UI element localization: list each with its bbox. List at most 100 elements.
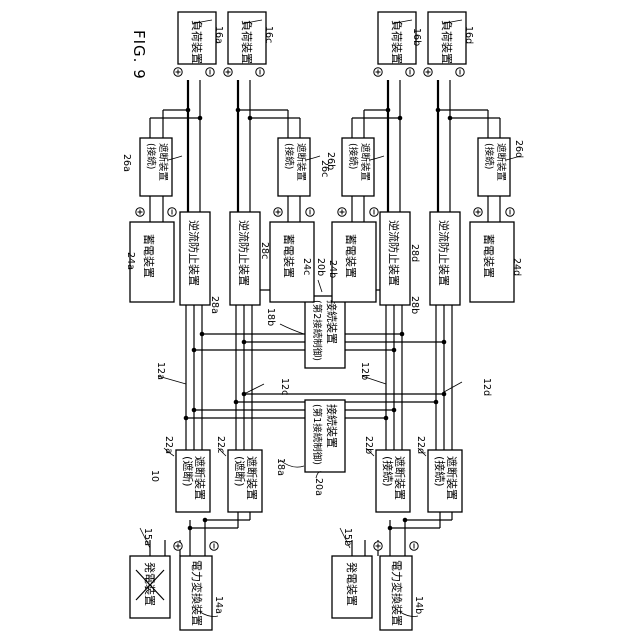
ref-26b: 26b	[325, 152, 336, 170]
ref-18b: 18b	[265, 308, 276, 326]
conn-18b-label: 接続装置	[325, 300, 339, 344]
conn-18a-label: 接続装置	[325, 404, 339, 448]
ref-16a: 16a	[213, 26, 224, 44]
ref-24c: 24c	[301, 258, 312, 275]
cutoff-26d-label: 遮断装置	[495, 143, 507, 181]
backflow-28a: 逆流防止装置	[180, 212, 210, 305]
backflow-28c-label: 逆流防止装置	[237, 220, 251, 286]
ref-16b: 16b	[411, 28, 422, 46]
ref-22d: 22d	[415, 436, 426, 454]
cutoff-22c: 遮断装置 (遮断)	[228, 450, 262, 512]
connection-device-18b: 接続装置 (第2接続制御)	[305, 296, 345, 368]
ref-12a: 12a	[155, 362, 166, 380]
ref-26a: 26a	[121, 154, 132, 172]
cutoff-22c-state: (遮断)	[233, 456, 247, 487]
cutoff-22a-label: 遮断装置	[193, 456, 207, 500]
backflow-28b: 逆流防止装置	[380, 212, 410, 305]
cutoff-26c-label: 遮断装置	[295, 143, 307, 181]
plus-terminal-icon	[174, 542, 182, 550]
conn-18a-mode: (第1接続制御)	[311, 404, 323, 465]
ref-28c: 28c	[259, 242, 270, 259]
cutoff-22d: 遮断装置 (接続)	[428, 450, 462, 512]
ref-14a: 14a	[213, 596, 224, 614]
cutoff-26b-label: 遮断装置	[359, 143, 371, 181]
plus-terminal-icon	[374, 542, 382, 550]
ref-16c: 16c	[263, 26, 274, 43]
ref-28d: 28d	[409, 244, 420, 262]
cutoff-26a: 遮断装置 (接続)	[140, 138, 172, 196]
ref-24d: 24d	[511, 258, 522, 276]
conn-18b-mode: (第2接続制御)	[311, 300, 323, 361]
load-16b: 負荷装置	[378, 12, 416, 64]
minus-terminal-icon	[370, 208, 378, 216]
connection-device-18a: 接続装置 (第1接続制御)	[305, 400, 345, 472]
backflow-28d-label: 逆流防止装置	[437, 220, 451, 286]
ref-14b: 14b	[413, 596, 424, 614]
backflow-28a-label: 逆流防止装置	[187, 220, 201, 286]
minus-terminal-icon	[306, 208, 314, 216]
ref-24b: 24b	[327, 260, 338, 278]
plus-terminal-icon	[474, 208, 482, 216]
generator-15b: 発電装置	[332, 556, 372, 618]
cutoff-26c: 遮断装置 (接続)	[278, 138, 310, 196]
cutoff-26a-label: 遮断装置	[157, 143, 169, 181]
minus-terminal-icon	[256, 68, 264, 76]
cutoff-22b: 遮断装置 (接続)	[376, 450, 410, 512]
minus-terminal-icon	[206, 68, 214, 76]
converter-14a-label: 電力変換装置	[190, 560, 204, 626]
backflow-28c: 逆流防止装置	[230, 212, 260, 305]
plus-terminal-icon	[424, 68, 432, 76]
load-16c: 負荷装置	[228, 12, 266, 64]
plus-terminal-icon	[136, 208, 144, 216]
converter-14b-label: 電力変換装置	[390, 560, 404, 626]
ref-12b: 12b	[359, 362, 370, 380]
cutoff-26a-state: (接続)	[145, 143, 157, 169]
load-16a-label: 負荷装置	[190, 20, 203, 64]
ref-10: 10	[149, 470, 160, 482]
plus-terminal-icon	[338, 208, 346, 216]
ref-22a: 22a	[163, 436, 174, 454]
ref-22c: 22c	[215, 436, 226, 453]
minus-terminal-icon	[410, 542, 418, 550]
generator-15a: 発電装置	[130, 556, 170, 618]
plus-terminal-icon	[374, 68, 382, 76]
cutoff-22a-state: (遮断)	[181, 456, 195, 487]
ref-16d: 16d	[463, 26, 474, 44]
ref-12d: 12d	[481, 378, 492, 396]
plus-terminal-icon	[224, 68, 232, 76]
ref-15b: 15b	[342, 528, 353, 546]
minus-terminal-icon	[210, 542, 218, 550]
plus-terminal-icon	[174, 68, 182, 76]
minus-terminal-icon	[506, 208, 514, 216]
ref-28b: 28b	[409, 296, 420, 314]
cutoff-22b-label: 遮断装置	[393, 456, 407, 500]
cutoff-22c-label: 遮断装置	[245, 456, 259, 500]
minus-terminal-icon	[168, 208, 176, 216]
ref-26d: 26d	[513, 140, 524, 158]
ref-24a: 24a	[125, 252, 136, 270]
storage-24d-label: 蓄電装置	[482, 234, 495, 278]
ref-15a: 15a	[142, 528, 153, 546]
figure-title: FIG. 9	[130, 30, 148, 80]
cutoff-22d-state: (接続)	[433, 456, 447, 487]
storage-24d: 蓄電装置	[470, 222, 514, 302]
cutoff-26b-state: (接続)	[347, 143, 359, 169]
ref-20a: 20a	[313, 478, 324, 496]
load-16b-label: 負荷装置	[390, 20, 403, 64]
generator-15a-label: 発電装置	[143, 562, 157, 606]
converter-14a: 電力変換装置	[180, 556, 212, 630]
minus-terminal-icon	[456, 68, 464, 76]
plus-terminal-icon	[274, 208, 282, 216]
generator-15b-label: 発電装置	[345, 562, 359, 606]
minus-terminal-icon	[406, 68, 414, 76]
ref-22b: 22b	[363, 436, 374, 454]
backflow-28d: 逆流防止装置	[430, 212, 460, 305]
converter-14b: 電力変換装置	[380, 556, 412, 630]
storage-24a-label: 蓄電装置	[142, 234, 155, 278]
load-16d-label: 負荷装置	[440, 20, 453, 64]
cutoff-26b: 遮断装置 (接続)	[342, 138, 374, 196]
ref-12c: 12c	[279, 378, 290, 395]
load-16a: 負荷装置	[178, 12, 216, 64]
